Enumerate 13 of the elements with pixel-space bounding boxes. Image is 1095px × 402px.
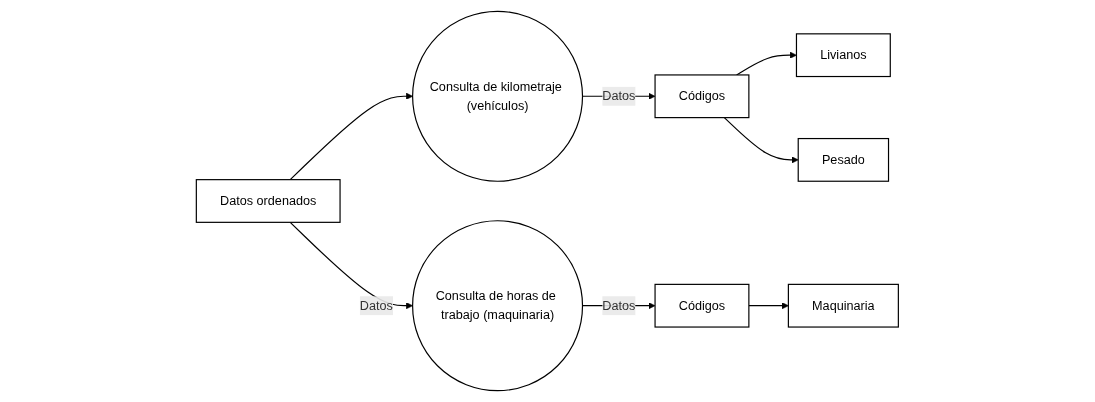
arrow [736, 51, 797, 76]
node-circle: Consulta de horas de trabajo (maquinaria) [412, 220, 584, 392]
edge-label: Datos [359, 298, 393, 313]
arrow [723, 117, 799, 164]
node-box: Livianos [796, 33, 892, 78]
node-box: Pesado [797, 137, 890, 182]
edge-label: Datos [602, 89, 636, 103]
node-box: Códigos [654, 283, 750, 328]
node-box: Datos ordenados [195, 179, 341, 223]
node-box: Códigos [654, 74, 750, 119]
edge-label: Datos [602, 298, 636, 313]
node-circle: Consulta de kilometraje (vehículos) [412, 10, 584, 182]
node-box: Maquinaria [787, 283, 900, 328]
